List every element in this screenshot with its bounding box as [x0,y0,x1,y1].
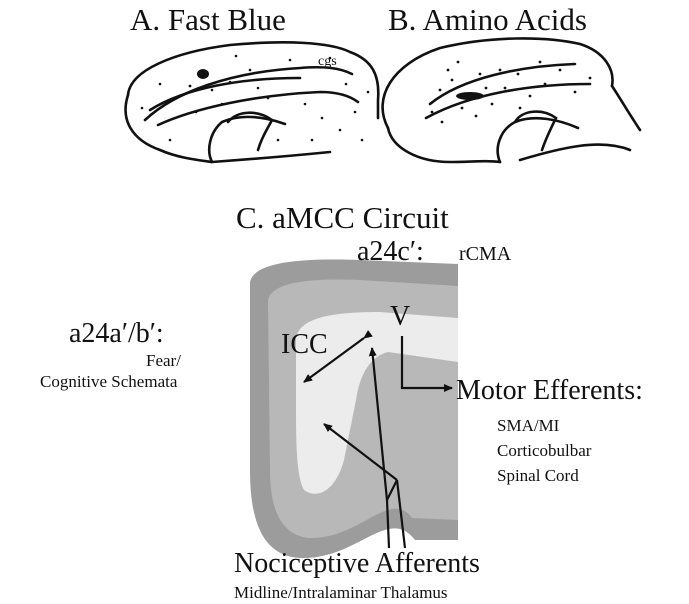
panel-c-histology [250,260,458,559]
a24c-description: rCMA [459,244,511,264]
motor-target-2: Corticobulbar [497,442,591,459]
cingulate-sulcus-label: cgs [318,55,337,69]
layer-v-label: V [390,303,410,331]
panel-a-section-drawing [126,42,379,162]
panel-b-title: B. Amino Acids [388,4,587,35]
a24ab-label: a24a′/b′: [69,320,164,348]
motor-target-3: Spinal Cord [497,467,579,484]
motor-efferents-title: Motor Efferents: [456,377,643,405]
panel-a-title: A. Fast Blue [130,4,286,35]
icc-label: ICC [281,331,328,359]
panel-c-title: C. aMCC Circuit [236,202,449,233]
nociceptive-afferents-title: Nociceptive Afferents [234,550,480,578]
panel-b-section-drawing [383,38,640,162]
a24c-label: a24c′: [357,238,424,266]
a24ab-desc-2: Cognitive Schemata [40,373,177,390]
a24ab-desc-1: Fear/ [146,352,181,369]
nociceptive-source: Midline/Intralaminar Thalamus [234,584,448,601]
motor-target-1: SMA/MI [497,417,559,434]
